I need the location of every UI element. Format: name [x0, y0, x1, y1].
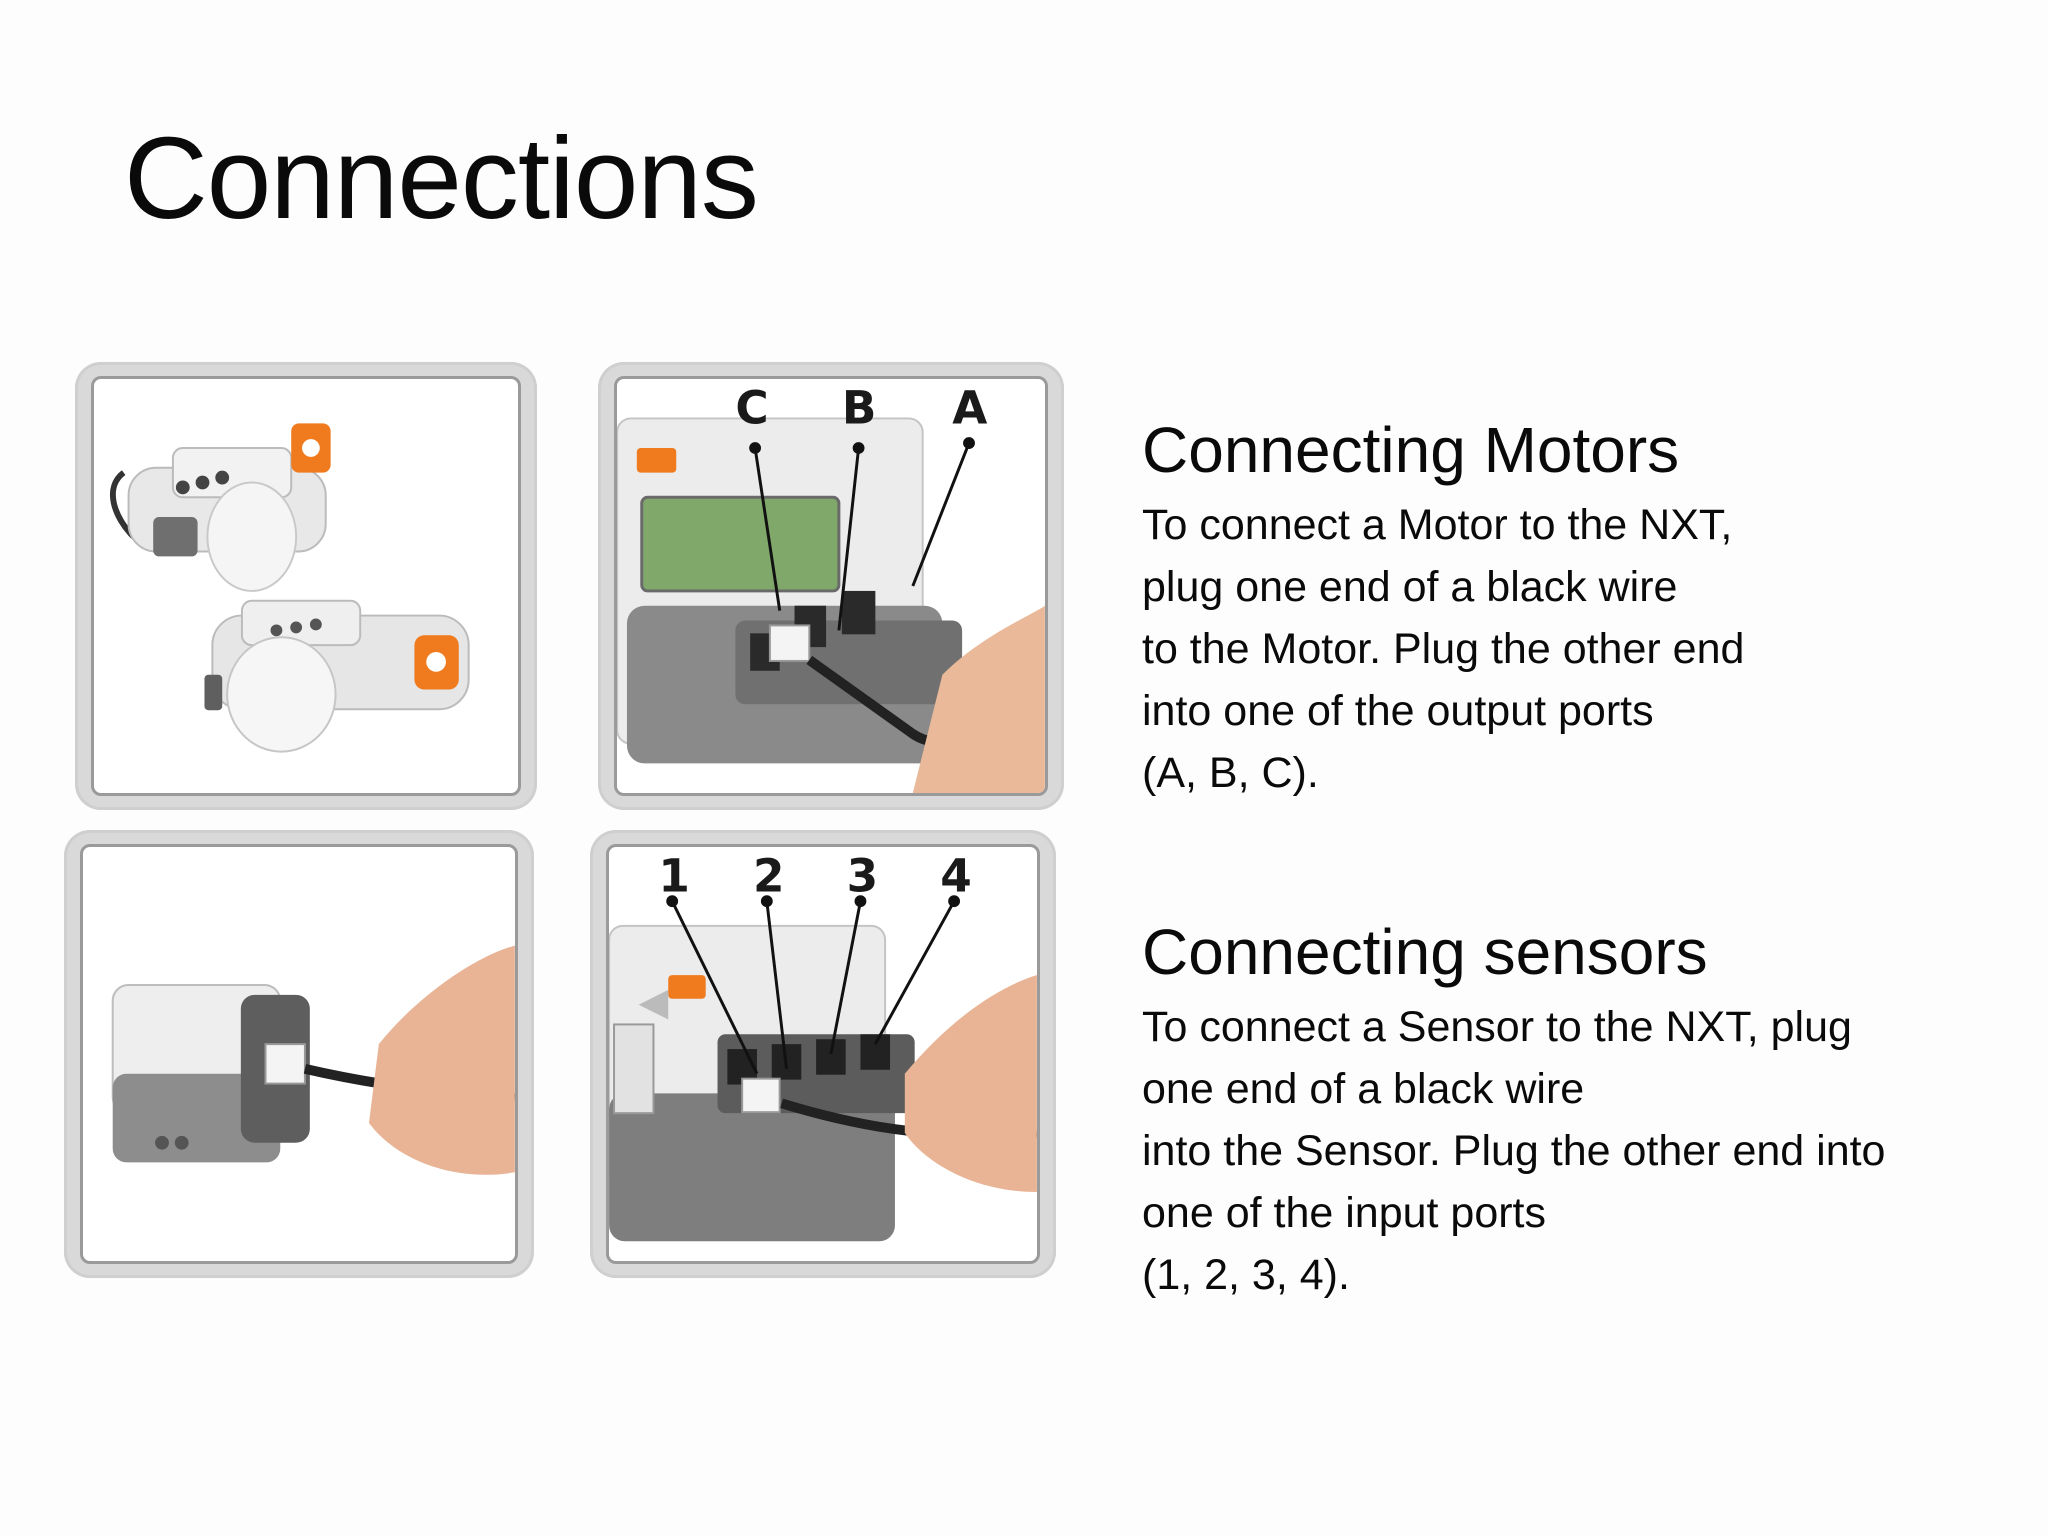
port-label-a: A — [952, 381, 987, 434]
connecting-sensors-heading: Connecting sensors — [1142, 916, 1708, 988]
connecting-motors-heading: Connecting Motors — [1142, 414, 1680, 486]
sensor-plug-image-panel — [64, 830, 534, 1278]
port-label-3: 3 — [847, 849, 879, 902]
connecting-motors-section: Connecting Motors To connect a Motor to … — [1142, 414, 2012, 804]
output-ports-image-panel: C B A — [598, 362, 1064, 810]
connecting-motors-body: To connect a Motor to the NXT, plug one … — [1142, 500, 1745, 797]
connecting-sensors-body: To connect a Sensor to the NXT, plug one… — [1142, 1002, 1886, 1299]
motors-image-panel — [75, 362, 537, 810]
port-label-4: 4 — [940, 849, 972, 902]
output-ports-illustration: C B A — [617, 381, 1045, 793]
motors-illustration — [109, 423, 470, 753]
input-ports-illustration: 1 2 3 4 — [609, 849, 1037, 1242]
connecting-sensors-section: Connecting sensors To connect a Sensor t… — [1142, 916, 2012, 1306]
input-ports-image-panel: 1 2 3 4 — [590, 830, 1056, 1278]
port-label-c: C — [735, 381, 768, 434]
port-label-b: B — [842, 381, 877, 434]
port-label-1: 1 — [658, 849, 690, 902]
slide-title: Connections — [124, 113, 759, 243]
sensor-plug-illustration — [111, 945, 515, 1175]
port-label-2: 2 — [753, 849, 785, 902]
